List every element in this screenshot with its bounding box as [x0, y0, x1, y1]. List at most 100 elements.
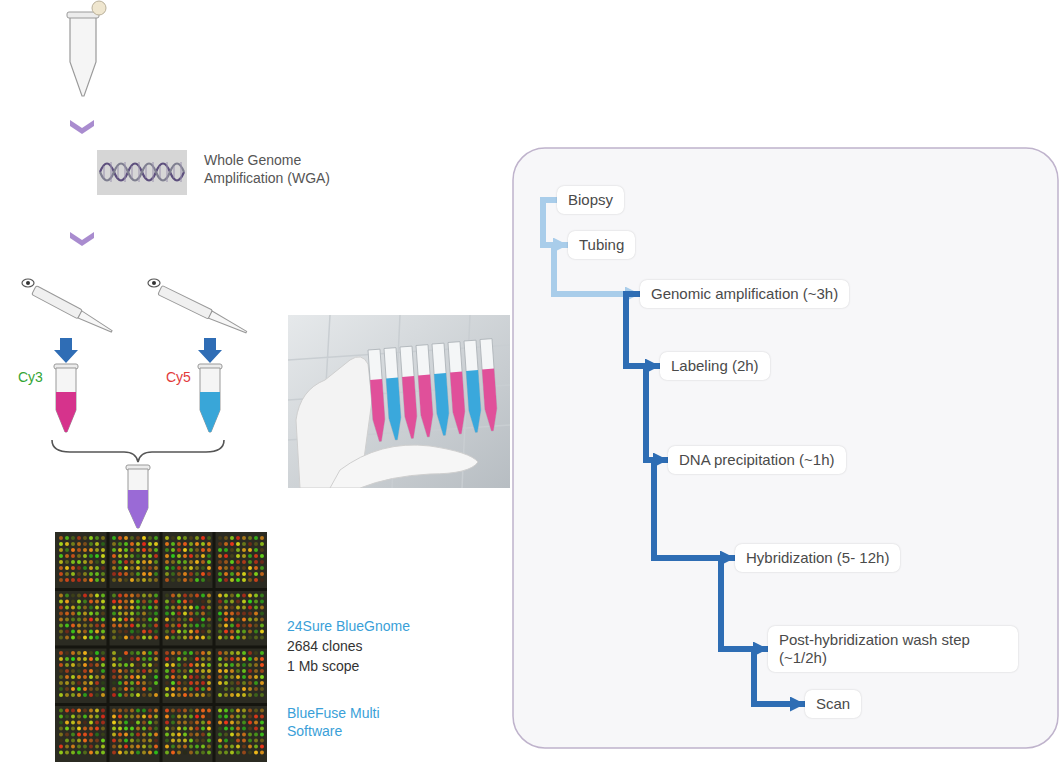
microarray-spot — [148, 745, 152, 749]
microarray-spot — [171, 693, 175, 697]
microarray-spot — [207, 624, 211, 628]
microarray-spot — [224, 612, 228, 616]
pipette-icon — [78, 311, 114, 335]
microarray-spot — [71, 733, 75, 737]
microarray-spot — [124, 600, 128, 604]
microarray-spot — [112, 554, 116, 558]
microarray-spot — [148, 669, 152, 673]
microarray-spot — [101, 630, 105, 634]
microarray-spot — [71, 709, 75, 713]
microarray-spot — [218, 612, 222, 616]
microarray-spot — [136, 554, 140, 558]
microarray-spot — [230, 693, 234, 697]
microarray-spot — [130, 681, 134, 685]
microarray-spot — [224, 560, 228, 564]
microarray-spot — [254, 751, 258, 755]
tube-strip — [464, 340, 482, 433]
microarray-spot — [89, 727, 93, 731]
microarray-spot — [177, 554, 181, 558]
microarray-spot — [236, 739, 240, 743]
microarray-spot — [83, 578, 87, 582]
microarray-spot — [165, 560, 169, 564]
microarray-spot — [248, 751, 252, 755]
microarray-spot — [201, 566, 205, 570]
microarray-spot — [183, 606, 187, 610]
microarray-spot — [224, 618, 228, 622]
microarray-spot — [112, 624, 116, 628]
microarray-spot — [230, 657, 234, 661]
microarray-spot — [242, 636, 246, 640]
microarray-spot — [89, 542, 93, 546]
microarray-spot — [130, 721, 134, 725]
microarray-spot — [142, 709, 146, 713]
microarray-spot — [236, 751, 240, 755]
microarray-spot — [95, 624, 99, 628]
dna-image — [97, 150, 187, 195]
microarray-spot — [242, 751, 246, 755]
microarray-spot — [201, 721, 205, 725]
microarray-spot — [101, 536, 105, 540]
merge-brace — [52, 440, 224, 462]
microarray-spot — [89, 681, 93, 685]
microarray-spot — [77, 606, 81, 610]
microarray-spot — [230, 636, 234, 640]
microarray-spot — [101, 709, 105, 713]
microarray-spot — [118, 636, 122, 640]
microarray-spot — [242, 651, 246, 655]
microarray-spot — [224, 681, 228, 685]
microarray-spot — [236, 630, 240, 634]
microarray-spot — [224, 693, 228, 697]
microarray-spot — [171, 554, 175, 558]
microarray-spot — [260, 630, 264, 634]
microarray-spot — [65, 554, 69, 558]
microarray-spot — [260, 542, 264, 546]
microarray-spot — [171, 739, 175, 743]
microarray-spot — [230, 594, 234, 598]
microarray-spot — [77, 624, 81, 628]
microarray-spot — [124, 657, 128, 661]
microarray-spot — [89, 536, 93, 540]
microarray-spot — [207, 536, 211, 540]
microarray-spot — [95, 548, 99, 552]
microarray-spot — [189, 578, 193, 582]
microarray-spot — [177, 681, 181, 685]
microarray-spot — [65, 687, 69, 691]
dye-tube — [200, 392, 220, 432]
microarray-spot — [242, 554, 246, 558]
microarray-spot — [260, 554, 264, 558]
microarray-spot — [112, 630, 116, 634]
microarray-spot — [130, 612, 134, 616]
microarray-spot — [77, 739, 81, 743]
microarray-spot — [236, 669, 240, 673]
microarray-spot — [218, 630, 222, 634]
pipette-icon — [158, 286, 213, 320]
microarray-spot — [248, 606, 252, 610]
microarray-spot — [112, 657, 116, 661]
microarray-spot — [242, 669, 246, 673]
microarray-spot — [177, 751, 181, 755]
microarray-spot — [171, 727, 175, 731]
microarray-spot — [118, 618, 122, 622]
microarray-spot — [83, 745, 87, 749]
microarray-spot — [183, 572, 187, 576]
microarray-spot — [95, 560, 99, 564]
microarray-spot — [171, 745, 175, 749]
microarray-spot — [218, 566, 222, 570]
microarray-spot — [260, 612, 264, 616]
microarray-spot — [183, 651, 187, 655]
microarray-spot — [189, 715, 193, 719]
microarray-spot — [230, 715, 234, 719]
microarray-spot — [242, 693, 246, 697]
microarray-spot — [136, 727, 140, 731]
microarray-spot — [248, 600, 252, 604]
microarray-spot — [230, 727, 234, 731]
microarray-spot — [112, 606, 116, 610]
microarray-spot — [130, 542, 134, 546]
microarray-spot — [83, 675, 87, 679]
microarray-spot — [71, 727, 75, 731]
microarray-spot — [65, 636, 69, 640]
microarray-spot — [65, 675, 69, 679]
microarray-spot — [124, 548, 128, 552]
microarray-spot — [130, 624, 134, 628]
microarray-spot — [124, 687, 128, 691]
